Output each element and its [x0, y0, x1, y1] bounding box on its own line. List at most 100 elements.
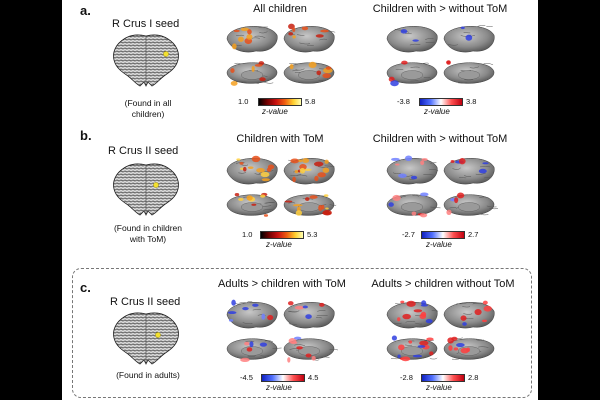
activation-cluster [421, 158, 428, 161]
activation-cluster [236, 158, 241, 161]
medial-wall [297, 70, 320, 80]
seed-marker [163, 51, 169, 57]
activation-cluster [446, 60, 451, 65]
panel-b-note-line-1: (Found in children [113, 223, 183, 233]
sulcus-line [392, 172, 401, 175]
sulcus-line [476, 339, 484, 341]
sulcus-line [329, 204, 337, 206]
sulcus-line [459, 177, 467, 179]
activation-cluster [390, 80, 399, 87]
panel-a-right-brain-maps [386, 24, 495, 87]
cortex-view-1 [386, 155, 439, 185]
activation-cluster [429, 351, 434, 356]
activation-cluster [482, 300, 488, 305]
sulcus-line [449, 207, 457, 209]
activation-cluster [460, 26, 465, 30]
panel-b-seed-title: R Crus II seed [108, 145, 179, 157]
activation-cluster [413, 309, 423, 313]
activation-cluster [238, 197, 244, 201]
activation-cluster [259, 342, 268, 347]
cortex-view-3 [386, 60, 438, 87]
panel-a-left-title: All children [253, 3, 307, 15]
cortex-view-2 [443, 24, 495, 53]
sulcus-line [475, 173, 486, 175]
sulcus-line [296, 174, 308, 177]
sulcus-line [478, 346, 489, 348]
cortex-view-1 [226, 155, 278, 185]
sulcus-line [405, 321, 416, 323]
activation-cluster [302, 158, 310, 163]
activation-cluster [411, 211, 417, 216]
sulcus-line [307, 44, 314, 47]
panel-b-cerebellum-image [113, 163, 179, 216]
activation-cluster [305, 353, 312, 358]
sulcus-line [290, 174, 302, 176]
cortex-view-2 [443, 158, 495, 185]
activation-cluster [462, 322, 467, 326]
sulcus-line [260, 354, 270, 357]
sulcus-line [489, 208, 498, 210]
activation-cluster [231, 299, 236, 306]
activation-cluster [234, 192, 240, 197]
panel-b-label: b. [80, 128, 92, 143]
activation-cluster [474, 308, 482, 316]
sulcus-line [425, 38, 434, 40]
activation-cluster [242, 306, 249, 311]
activation-cluster [420, 311, 427, 317]
activation-cluster [298, 159, 303, 163]
activation-cluster [259, 77, 266, 82]
activation-cluster [317, 172, 326, 178]
sulcus-line [288, 310, 297, 313]
activation-cluster [301, 26, 309, 31]
activation-cluster [251, 65, 255, 73]
activation-cluster [233, 29, 240, 33]
sulcus-line [480, 213, 489, 216]
activation-cluster [410, 175, 418, 180]
activation-cluster [400, 29, 408, 34]
activation-cluster [323, 194, 329, 197]
panel-c-note: (Found in adults) [100, 370, 196, 381]
cortex-view-1 [386, 26, 438, 53]
sulcus-line [263, 81, 274, 84]
panel-c-note-line-1: (Found in adults) [116, 370, 180, 380]
sulcus-line [242, 322, 253, 325]
panel-b-right-min: -2.7 [402, 230, 415, 239]
activation-cluster [292, 204, 303, 207]
panel-b-right-zlabel: z-value [426, 240, 452, 249]
activation-cluster [240, 357, 250, 362]
activation-cluster [287, 357, 291, 363]
activation-cluster [481, 319, 487, 323]
panel-a-note-line-1: (Found in all [124, 98, 172, 108]
activation-cluster [263, 214, 269, 217]
activation-cluster [260, 194, 266, 198]
activation-cluster [252, 303, 259, 307]
sulcus-line [477, 24, 486, 27]
activation-cluster [260, 171, 270, 178]
activation-cluster [450, 160, 455, 163]
sulcus-line [296, 34, 305, 36]
activation-cluster [465, 34, 473, 41]
activation-cluster [267, 314, 274, 321]
activation-cluster [230, 80, 238, 86]
activation-cluster [251, 203, 257, 206]
sulcus-line [410, 80, 419, 82]
activation-cluster [398, 173, 407, 178]
activation-cluster [420, 304, 428, 307]
activation-cluster [388, 202, 394, 207]
panel-b-right-colorbar [421, 231, 465, 239]
sulcus-line [288, 323, 297, 326]
sulcus-line [241, 164, 248, 166]
sulcus-line [251, 37, 260, 39]
activation-cluster [290, 341, 298, 344]
panel-a-left-brain-maps [226, 23, 336, 86]
sulcus-line [464, 79, 474, 81]
activation-cluster [425, 318, 433, 324]
medial-wall [457, 202, 480, 212]
sulcus-line [247, 301, 254, 304]
panel-a-left-max: 5.8 [305, 97, 316, 106]
activation-cluster [400, 300, 405, 304]
cortex-view-4 [283, 194, 337, 216]
activation-cluster [412, 354, 423, 358]
panel-a-right-colorbar [419, 98, 463, 106]
sulcus-line [469, 66, 480, 69]
